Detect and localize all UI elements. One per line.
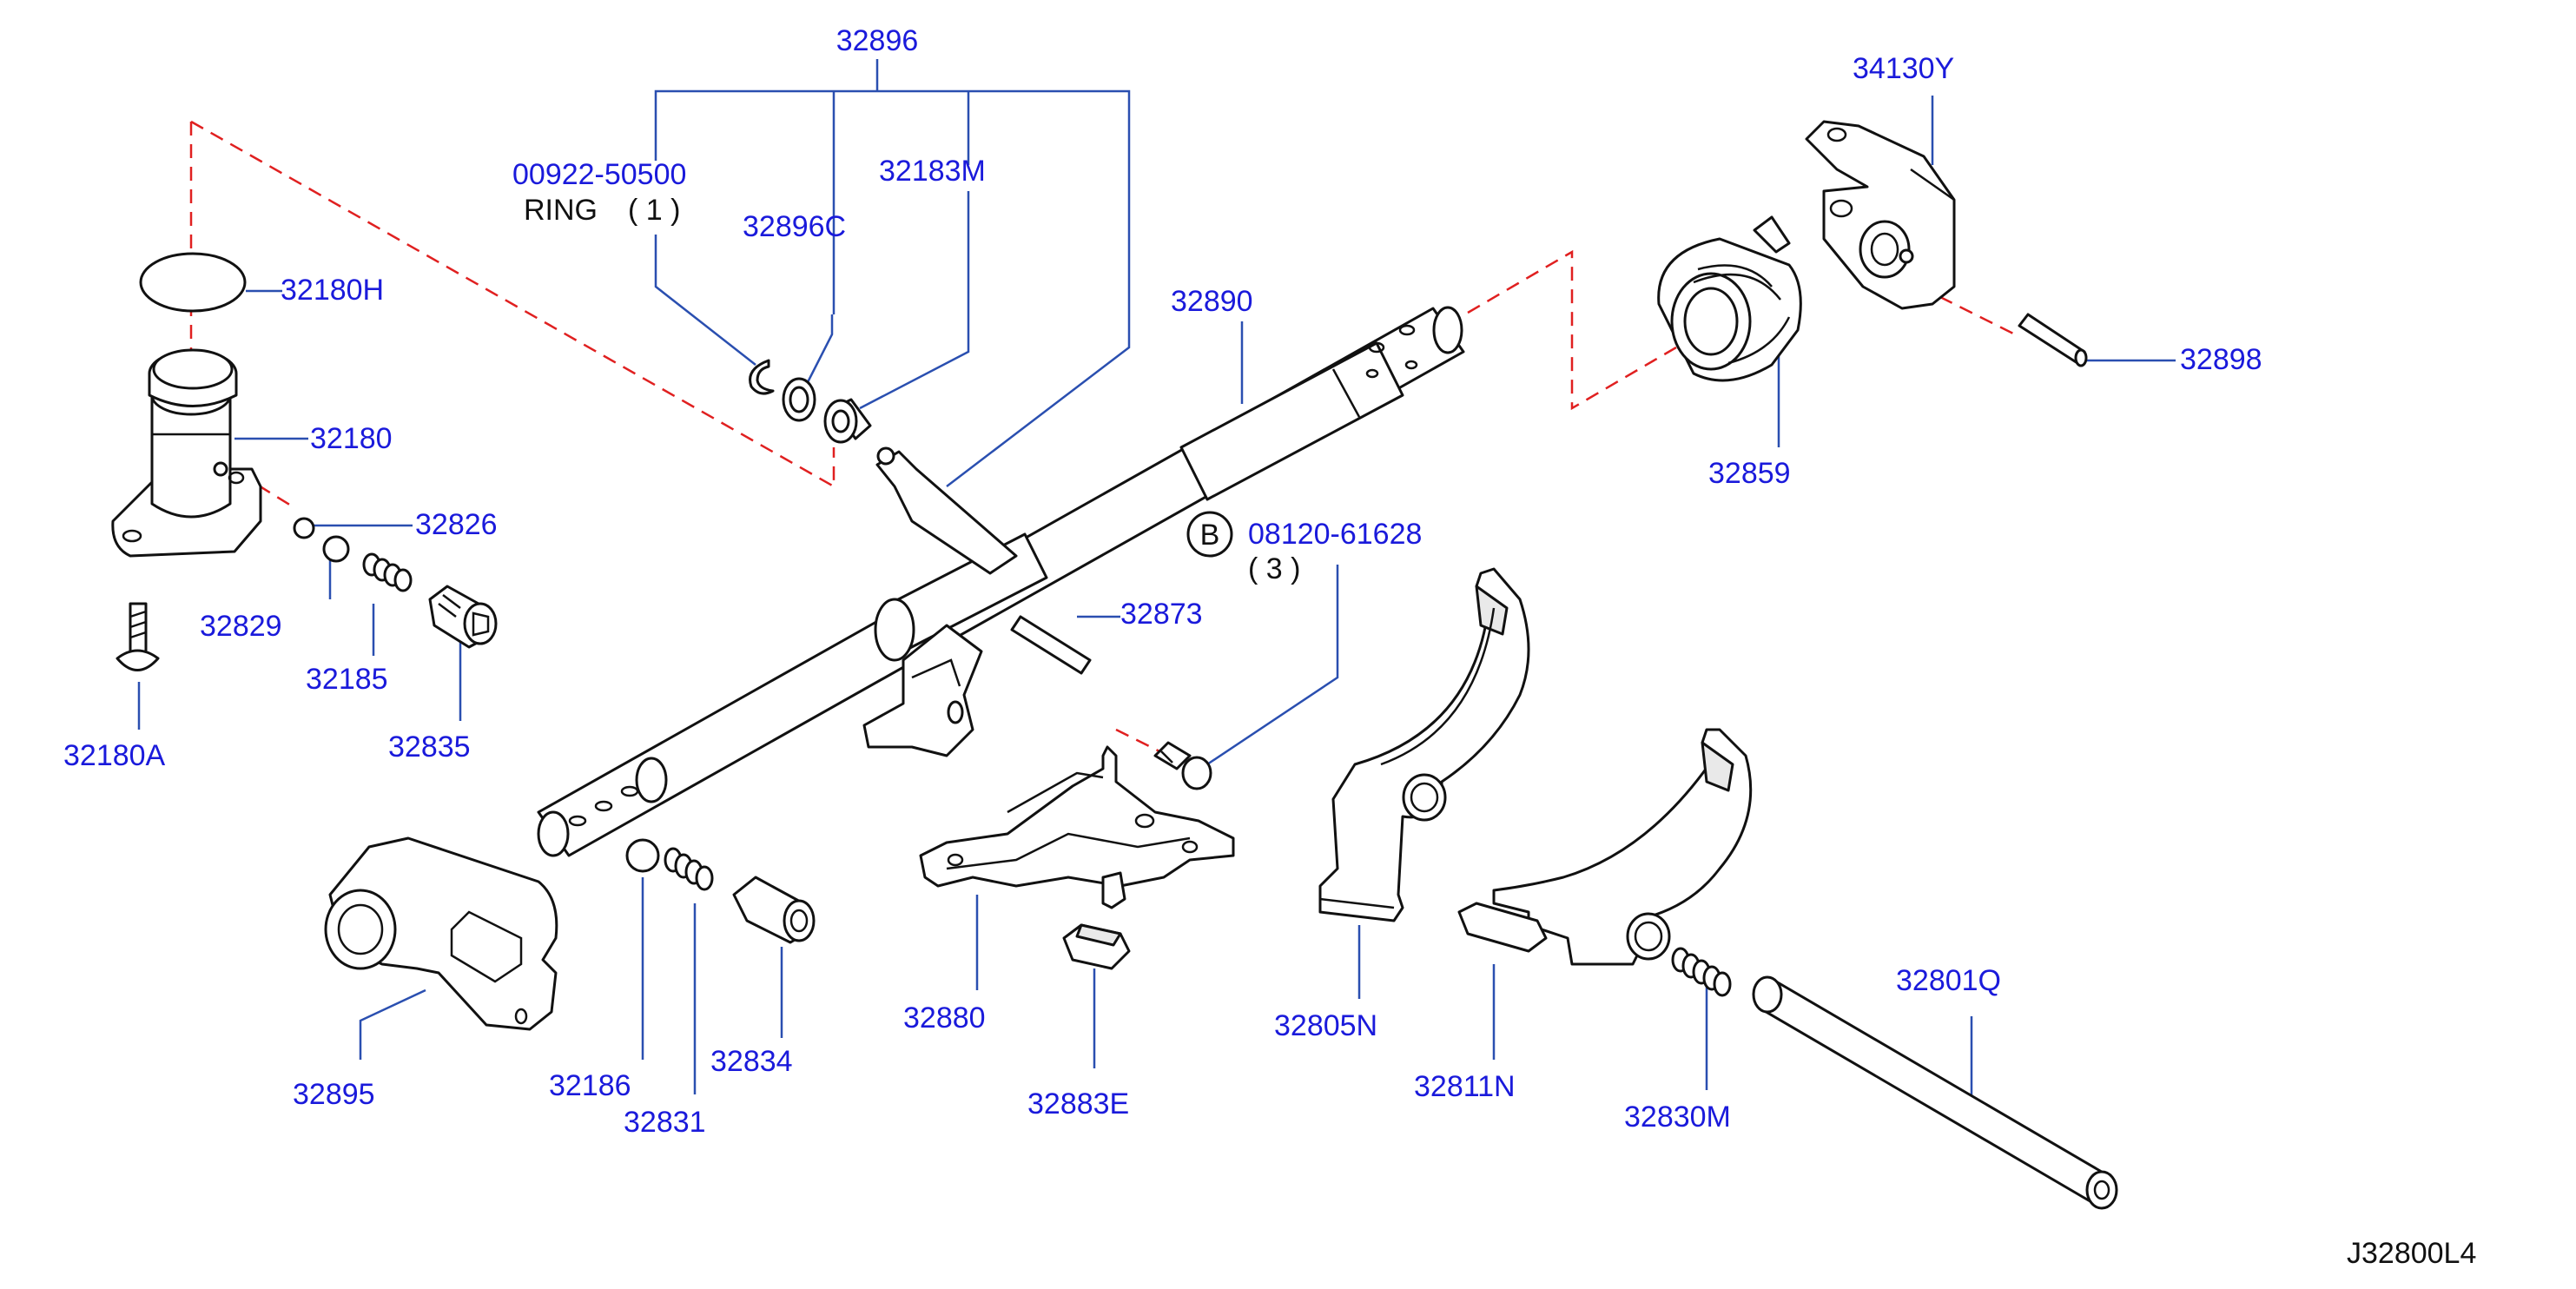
label-32890: 32890 — [1171, 285, 1253, 318]
bracket-34130y — [1805, 120, 1956, 310]
snap-ring-00922 — [749, 359, 775, 395]
label-32883e: 32883E — [1027, 1087, 1129, 1120]
spring-32185 — [362, 552, 413, 592]
housing-plug-32180 — [111, 348, 262, 558]
label-bolt-qty: ( 3 ) — [1248, 552, 1300, 585]
label-32805n: 32805N — [1274, 1009, 1377, 1042]
label-32896: 32896 — [836, 24, 919, 57]
label-ring-qty: ( 1 ) — [628, 194, 680, 227]
diagram-code: J32800L4 — [2347, 1237, 2476, 1270]
label-32831: 32831 — [624, 1106, 706, 1139]
fork-32811n — [1457, 728, 1753, 966]
label-32830m: 32830M — [1624, 1101, 1731, 1134]
base-plate-32880 — [919, 745, 1235, 909]
label-32834: 32834 — [710, 1045, 793, 1078]
dashed-reference-lines — [189, 120, 2016, 757]
plug-32835 — [428, 585, 498, 649]
washer-32896c — [782, 377, 816, 422]
bushing-32183m — [823, 398, 872, 444]
spring-32830m — [1671, 947, 1732, 997]
label-32186: 32186 — [549, 1069, 631, 1102]
ball-32186 — [625, 838, 660, 873]
label-32801q: 32801Q — [1896, 964, 2001, 997]
fork-32805n — [1318, 567, 1530, 922]
shift-rod-32890 — [537, 306, 1465, 857]
cap-disc-32180h — [139, 252, 247, 313]
label-32829: 32829 — [200, 610, 282, 643]
part-drawings — [111, 120, 2118, 1210]
label-32896c: 32896C — [743, 210, 846, 243]
label-32895: 32895 — [293, 1078, 375, 1111]
label-32185: 32185 — [306, 663, 388, 696]
spring-32831 — [664, 847, 714, 891]
label-00922-50500: 00922-50500 — [512, 158, 686, 191]
bolt-b-circle — [1186, 511, 1233, 558]
label-ring: RING — [524, 194, 598, 227]
label-08120-61628: 08120-61628 — [1248, 518, 1422, 551]
pin-32873 — [1010, 615, 1092, 675]
label-32183m: 32183M — [879, 155, 986, 188]
label-32898: 32898 — [2180, 343, 2262, 376]
label-32873: 32873 — [1120, 598, 1203, 631]
label-32180a: 32180A — [63, 739, 166, 772]
label-32835: 32835 — [388, 730, 471, 763]
ball-32829 — [322, 535, 350, 563]
ball-32826 — [293, 517, 315, 539]
bolt-08120 — [1153, 741, 1212, 790]
label-32811n: 32811N — [1414, 1070, 1516, 1103]
shift-lever-bracket — [862, 624, 983, 757]
label-32180h: 32180H — [281, 274, 384, 307]
label-32180: 32180 — [310, 422, 393, 455]
pad-32883e — [1062, 923, 1131, 970]
rod-32801q — [1752, 975, 2118, 1210]
label-32826: 32826 — [415, 508, 498, 541]
part-labels: 32896 00922-50500 RING ( 1 ) 32896C 3218… — [63, 24, 2476, 1270]
leader-lines — [137, 59, 2176, 1112]
label-32859: 32859 — [1708, 457, 1791, 490]
pin-32898 — [2018, 313, 2088, 367]
label-34130y: 34130Y — [1853, 52, 1954, 85]
bolt-32180a — [116, 602, 160, 671]
boot-32859 — [1657, 215, 1802, 382]
label-bolt-b: B — [1200, 519, 1220, 552]
plug-32834 — [732, 876, 816, 944]
housing-block-32895 — [324, 836, 558, 1031]
label-32880: 32880 — [903, 1001, 986, 1035]
